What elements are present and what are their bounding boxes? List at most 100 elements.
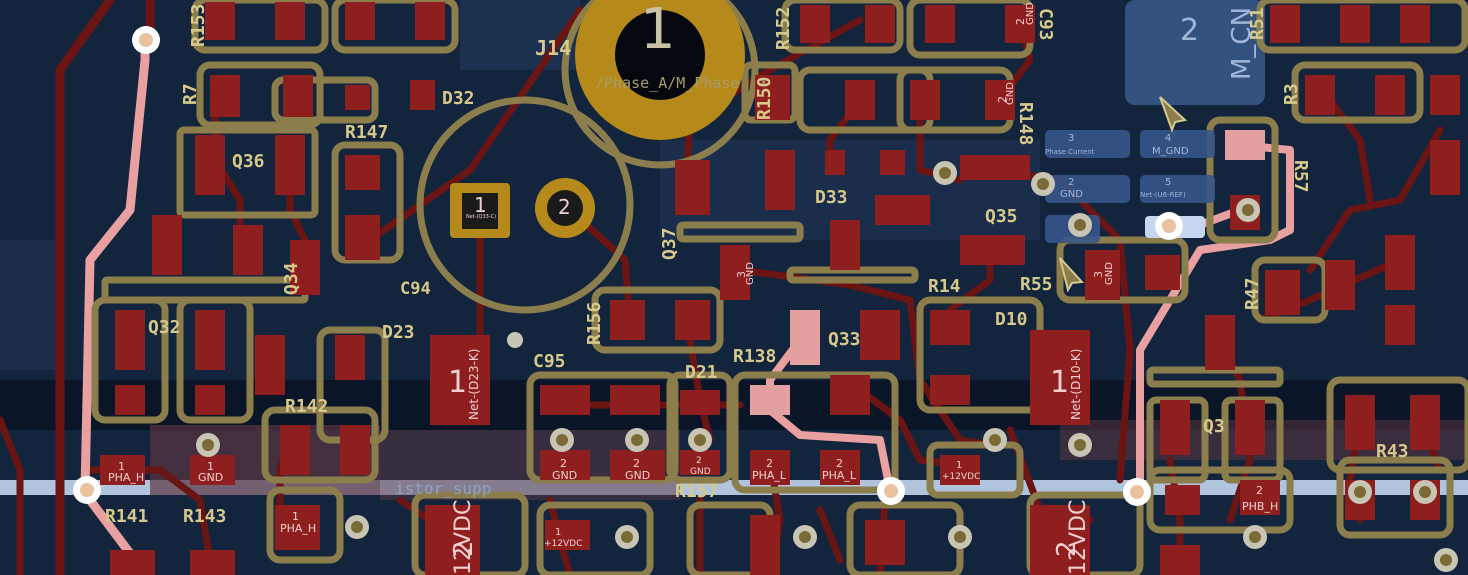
selected-vias[interactable]	[73, 26, 1183, 506]
small-pad-gnd-1[interactable]: 1 GND	[198, 460, 223, 484]
front-smd-pads	[100, 2, 1460, 575]
pad-number: 2	[996, 96, 1009, 103]
small-pad-phb-h[interactable]: 2 PHB_H	[1242, 484, 1278, 513]
small-pad-12vdc-1[interactable]: 1 +12VDC	[942, 460, 980, 482]
pad-number: 2	[560, 457, 567, 470]
big-pad-d10[interactable]: 1 Net-(D10-K)	[1050, 349, 1083, 420]
pad-net: Net-(D10-K)	[1069, 349, 1083, 420]
small-pad-gnd-2[interactable]: 2 GND	[552, 457, 577, 482]
silk-ref: R148	[1015, 102, 1036, 145]
silk-ref: R138	[733, 346, 776, 367]
pad-number: 1	[448, 365, 467, 400]
pad-number: 3	[1092, 271, 1105, 278]
silk-ref: R142	[285, 396, 328, 417]
pad-net: GND	[1025, 2, 1036, 25]
small-pad-pha-l-1[interactable]: 2 PHA_L	[752, 457, 787, 482]
pad-number: 2	[1014, 18, 1027, 25]
silk-ref: R157	[675, 481, 718, 502]
pad-number: 2	[836, 457, 843, 470]
silk-ref: R141	[105, 506, 148, 527]
silk-ref: R14	[928, 276, 961, 297]
pad-number: 2	[633, 457, 640, 470]
pad-net: GND	[198, 471, 223, 484]
small-pad-pha-h-2[interactable]: 1 PHA_H	[280, 510, 316, 535]
small-pad-pha-l-2[interactable]: 2 PHA_L	[822, 457, 857, 482]
c94-ref: C94	[400, 279, 431, 299]
silk-ref: R55	[1020, 274, 1053, 295]
j14-ref: J14	[535, 36, 571, 60]
silk-ref: D10	[995, 309, 1028, 330]
pad-net: PHA_H	[280, 522, 316, 535]
small-pad-gnd-4[interactable]: 2 GND	[690, 456, 711, 477]
silk-ref: R7	[180, 83, 201, 105]
silk-ref: Q3	[1203, 416, 1225, 437]
silk-ref: D21	[685, 362, 718, 383]
pad-net: Net-(D23-K)	[467, 349, 481, 420]
selected-pads	[750, 130, 1265, 415]
silk-ref: R143	[183, 506, 226, 527]
pad-net: GND	[1104, 262, 1115, 285]
silk-ref: R150	[754, 77, 775, 120]
pad-net: +12VDC	[942, 472, 980, 482]
back-pad-net: Net-(U6-REF)	[1140, 191, 1186, 199]
silk-ref: D32	[442, 88, 475, 109]
silk-ref: R153	[188, 4, 209, 47]
pad-net: GND	[625, 469, 650, 482]
back-pad-net: GND	[1060, 189, 1083, 200]
small-pad-gnd-3[interactable]: 2 GND	[625, 457, 650, 482]
cursor-icon	[1059, 96, 1188, 293]
c94-pin1-net: Net-(Q33-C)	[466, 214, 496, 220]
silk-ref: D33	[815, 187, 848, 208]
c94-pads[interactable]	[450, 178, 595, 238]
silk-ref: R43	[1376, 441, 1409, 462]
back-pad-net: Phase Current	[1045, 148, 1095, 156]
net-label-strip: istor_supp	[395, 479, 491, 498]
pad-net: 12VDC	[451, 500, 476, 575]
back-pad-net: M_GND	[1152, 146, 1189, 157]
silk-ref: Q32	[148, 317, 181, 338]
silk-ref: C95	[533, 351, 566, 372]
pad-net: GND	[552, 469, 577, 482]
back-connector-ref: M_CN	[1227, 7, 1257, 80]
c94-pin2-number: 2	[558, 195, 571, 219]
pad-number: 2	[1052, 540, 1082, 557]
pad-net: PHA_L	[822, 469, 857, 482]
small-pad-gnd-q37[interactable]: 3 GND	[735, 262, 756, 285]
pad-number: 1	[292, 510, 299, 523]
c94-pin1-number: 1	[474, 193, 487, 217]
back-connector-pin: 2	[1180, 13, 1199, 48]
small-pad-12vdc-2[interactable]: 1 +12VDC	[544, 527, 582, 549]
silk-ref: R3	[1281, 83, 1302, 105]
back-pad-number: 5	[1165, 177, 1171, 188]
small-pad-gnd-r55[interactable]: 3 GND	[1092, 262, 1115, 285]
pad-number: 1	[118, 460, 125, 473]
small-pad-gnd-r148[interactable]: 2 GND	[996, 82, 1016, 105]
small-pad-pha-h-left[interactable]: 1 PHA_H	[108, 460, 144, 484]
pad-net: GND	[1005, 82, 1016, 105]
silk-ref: R152	[773, 7, 794, 50]
j14-net-label: /Phase_A/M_Phase	[595, 74, 740, 92]
silk-ref: Q37	[659, 227, 680, 260]
silk-ref: Q35	[985, 206, 1018, 227]
silk-ref: Q33	[828, 329, 861, 350]
big-pad-d23[interactable]: 1 Net-(D23-K)	[448, 349, 481, 420]
pad-number: 1	[555, 527, 561, 538]
back-pad-number: 3	[1068, 133, 1074, 144]
pad-net: PHA_H	[108, 471, 144, 484]
silk-ref: R51	[1247, 7, 1268, 40]
silk-ref: R156	[584, 302, 605, 345]
pad-net: 12VDC	[1066, 500, 1091, 575]
silk-ref: R47	[1242, 277, 1263, 310]
big-pad-12vdc-left[interactable]: 2 12VDC	[449, 500, 479, 575]
big-pad-12vdc-right[interactable]: 2 12VDC	[1052, 500, 1091, 575]
pad-number: 2	[696, 456, 702, 466]
pad-number: 1	[956, 460, 962, 471]
pad-net: GND	[745, 262, 756, 285]
pad-net: PHB_H	[1242, 500, 1278, 513]
small-pad-gnd-top[interactable]: 2 GND	[1014, 2, 1036, 25]
pad-number: 1	[207, 460, 214, 473]
j14-connector-pad[interactable]	[575, 0, 745, 140]
